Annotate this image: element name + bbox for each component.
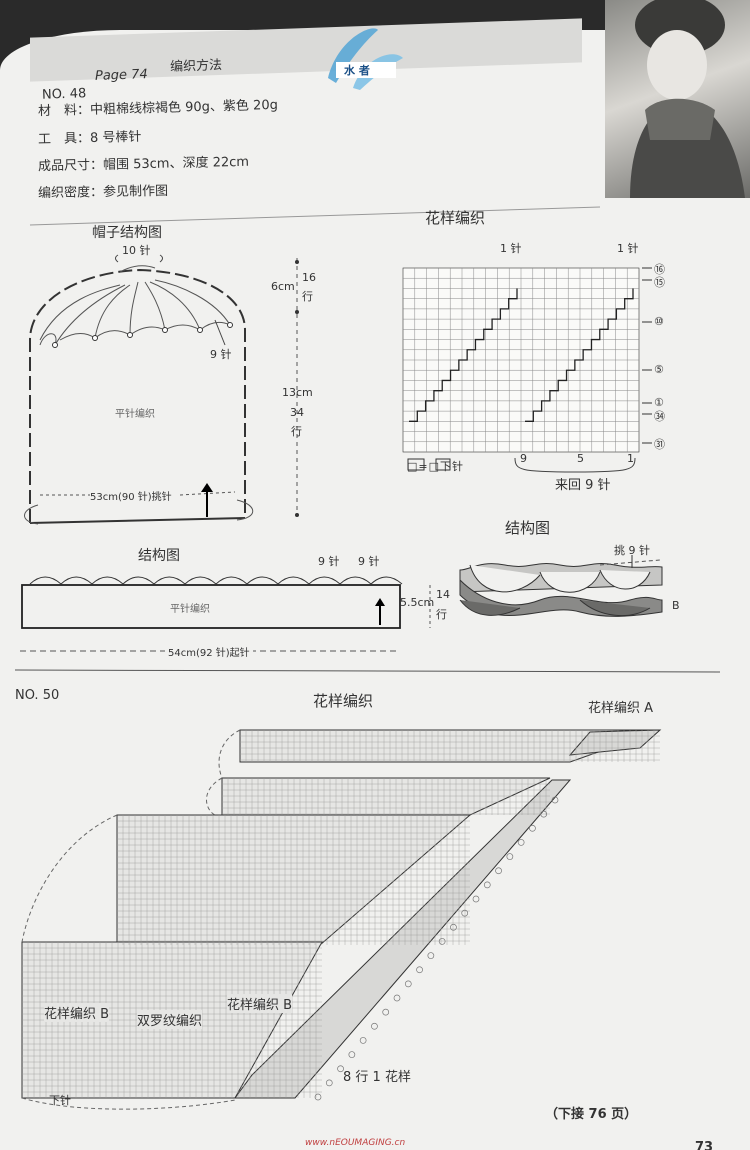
no50-title: 花样编织 <box>313 692 374 710</box>
pattern1-x5: 5 <box>577 452 584 465</box>
struct2-b: B <box>672 599 680 612</box>
no50-rib: 双罗纹编织 <box>137 1010 203 1029</box>
pattern1-legend: □=□下针 <box>407 460 465 473</box>
logo-text: 水 者 <box>344 64 370 77</box>
pattern1-row16: ⑯ <box>654 263 665 276</box>
no50-chart <box>21 729 662 1110</box>
no50-pattern-b2: 花样编织 B <box>227 994 293 1013</box>
hat-rows-unit2: 行 <box>291 425 302 438</box>
hat-body-label: 平针编织 <box>115 409 155 420</box>
watermark-logo: 水 者 <box>318 18 408 98</box>
pattern1-x1: 1 <box>627 452 634 465</box>
brim-st1: 9 针 <box>318 555 340 568</box>
twisted-band <box>459 555 663 617</box>
pattern1-repeat: 来回 9 针 <box>555 478 611 493</box>
brim-bottom: 54cm(92 针)起针 <box>165 644 253 659</box>
no50-purl: 下针 <box>49 1094 71 1107</box>
model-photo <box>605 0 750 198</box>
brim-body: 平针编织 <box>170 604 210 615</box>
footer-page-num: 73 <box>695 1140 714 1150</box>
hat-bottom-label: 53cm(90 针)挑针 <box>90 488 172 503</box>
pattern1-row34: ㉞ <box>654 410 665 423</box>
brim-rows-unit: 行 <box>436 608 447 621</box>
pattern1-row5: ⑤ <box>654 363 664 376</box>
struct2-title: 结构图 <box>505 519 551 537</box>
no50-rows8: 8 行 1 花样 <box>343 1070 411 1085</box>
pattern1-row31: ㉛ <box>654 438 665 451</box>
hat-rows-34: 34 <box>290 406 304 419</box>
hat-outline <box>29 268 246 524</box>
pattern1-x9: 9 <box>520 452 527 465</box>
pattern1-row1: ① <box>654 396 664 409</box>
hat-rows-16: 16 <box>302 271 316 284</box>
no50-label: NO. 50 <box>15 688 60 703</box>
hat-title: 帽子结构图 <box>92 225 162 241</box>
brim-st2: 9 针 <box>358 555 380 568</box>
no50-continue: （下接 76 页） <box>545 1107 638 1122</box>
brim-rect <box>21 584 401 629</box>
brim-title: 结构图 <box>138 548 180 564</box>
hat-rows-unit1: 行 <box>302 290 313 303</box>
struct2-pick: 挑 9 针 <box>614 544 650 557</box>
hat-top-stitches: 10 针 <box>122 244 151 257</box>
hat-dim-13cm: 13cm <box>282 386 313 399</box>
pattern1-top-right: 1 针 <box>617 242 639 255</box>
pattern1-title: 花样编织 <box>425 209 486 227</box>
hat-petals <box>39 265 231 346</box>
no50-pattern-b1: 花样编织 B <box>44 1003 110 1022</box>
brim-rows: 14 <box>436 588 450 601</box>
pattern1-row15: ⑮ <box>654 276 665 289</box>
hat-right-stitches: 9 针 <box>210 348 232 361</box>
pattern1-row10: ⑩ <box>654 315 664 328</box>
footer-url: www.nEOUMAGING.cn <box>305 1138 406 1148</box>
hat-dim-6cm: 6cm <box>271 280 295 293</box>
brim-dim: 5.5cm <box>400 596 435 609</box>
no50-pattern-a: 花样编织 A <box>588 701 654 716</box>
pattern1-top-left: 1 针 <box>500 242 522 255</box>
